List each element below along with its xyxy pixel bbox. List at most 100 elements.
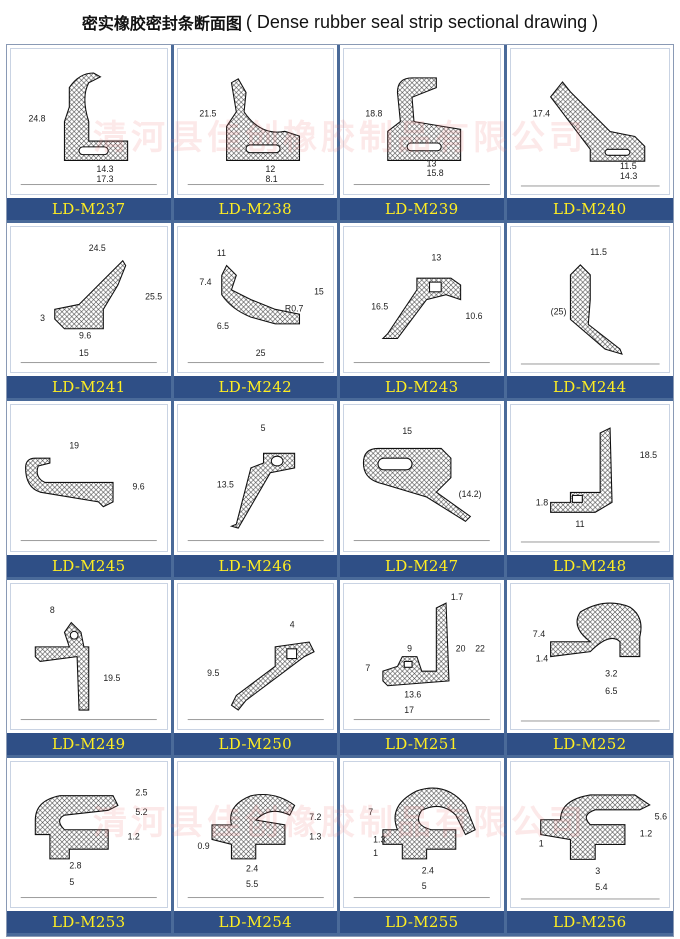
profile-shape [225, 78, 300, 162]
product-code-label: LD-M238 [173, 198, 337, 221]
profile-svg: 819.5 [20, 604, 157, 720]
dimension-label: 6.5 [605, 686, 617, 696]
dimension-label: 2.8 [69, 860, 81, 870]
dimension-label: 25.5 [145, 292, 162, 302]
dimension-label: 13 [431, 253, 441, 263]
profile-svg: 21.5 128.1 [187, 78, 324, 186]
profile-svg: 11.5(25) [520, 247, 660, 365]
dimension-label: 1.4 [535, 653, 547, 663]
dimension-label: 9.5 [207, 668, 219, 678]
dimension-label: 17 [404, 705, 414, 715]
profile-svg: 199.6 [20, 441, 157, 542]
dimension-label: 17.3 [97, 174, 114, 184]
dimension-label: 25 [255, 348, 265, 358]
dimension-label: 1.3 [373, 834, 385, 844]
profile-shape [549, 427, 613, 514]
product-code-label: LD-M241 [7, 376, 171, 399]
dimension-label: 6.5 [216, 321, 228, 331]
profile-svg: 17.411.514.3 [520, 81, 660, 187]
profile-shape [230, 641, 315, 711]
dimension-label: 15 [314, 287, 324, 297]
dimension-label: 15.8 [427, 168, 444, 178]
profile-shape [382, 601, 450, 686]
profile-shape [63, 72, 129, 162]
profile-shape [25, 458, 114, 508]
dimension-label: 1.7 [451, 592, 463, 602]
product-code-label: LD-M249 [7, 732, 171, 755]
profile-svg: 2.55.21.22.85 [20, 788, 157, 898]
dimension-label: 19.5 [103, 672, 120, 682]
dimension-label: 20 [456, 643, 466, 653]
dimension-label: 5 [260, 423, 265, 433]
dimension-label: 24.8 [28, 114, 45, 124]
profile-shape [210, 793, 295, 860]
dimension-label: R0.7 [284, 303, 303, 313]
dimension-label: 2.4 [246, 863, 258, 873]
dimension-label: 14.3 [97, 164, 114, 174]
profile-svg: 18.51.811 [520, 427, 660, 543]
product-code-label: LD-M239 [340, 198, 504, 221]
dimension-label: 12 [265, 164, 275, 174]
dimension-label: 5 [422, 881, 427, 891]
dimension-label: 7.4 [532, 628, 544, 638]
profile-svg: 24.8 14.317.3 [20, 72, 157, 186]
dimension-label: 7 [365, 663, 370, 673]
product-code-label: LD-M248 [506, 554, 673, 577]
dimension-label: 5.4 [595, 882, 607, 892]
dimension-label: 19 [69, 441, 79, 451]
dimension-label: 4 [289, 619, 294, 629]
dimension-label: 11 [575, 520, 584, 530]
product-code-label: LD-M252 [506, 732, 673, 755]
product-code-label: LD-M240 [506, 198, 673, 221]
product-code-label: LD-M256 [506, 910, 673, 933]
dimension-label: (25) [550, 307, 566, 317]
dimension-label: 8.1 [265, 174, 277, 184]
dimension-label: 2.5 [135, 788, 147, 798]
product-code-label: LD-M244 [506, 376, 673, 399]
dimension-label: 1.2 [639, 828, 651, 838]
dimension-label: 2.4 [422, 865, 434, 875]
dimension-label: 9 [407, 643, 412, 653]
profile-svg: 49.5 [187, 619, 324, 720]
product-code-label: LD-M242 [173, 376, 337, 399]
dimension-label: 13 [427, 158, 437, 168]
profile-shape [382, 787, 476, 860]
dimension-label: 1.2 [128, 831, 140, 841]
product-code-label: LD-M246 [173, 554, 337, 577]
dimension-label: 5.2 [135, 807, 147, 817]
dimension-label: 21.5 [199, 109, 216, 119]
profile-shape [539, 794, 651, 860]
product-code-label: LD-M254 [173, 910, 337, 933]
dimension-label: 18.5 [639, 450, 656, 460]
dimension-label: 14.3 [619, 171, 636, 181]
dimension-label: 1 [373, 848, 378, 858]
dimension-label: 1.3 [309, 831, 321, 841]
